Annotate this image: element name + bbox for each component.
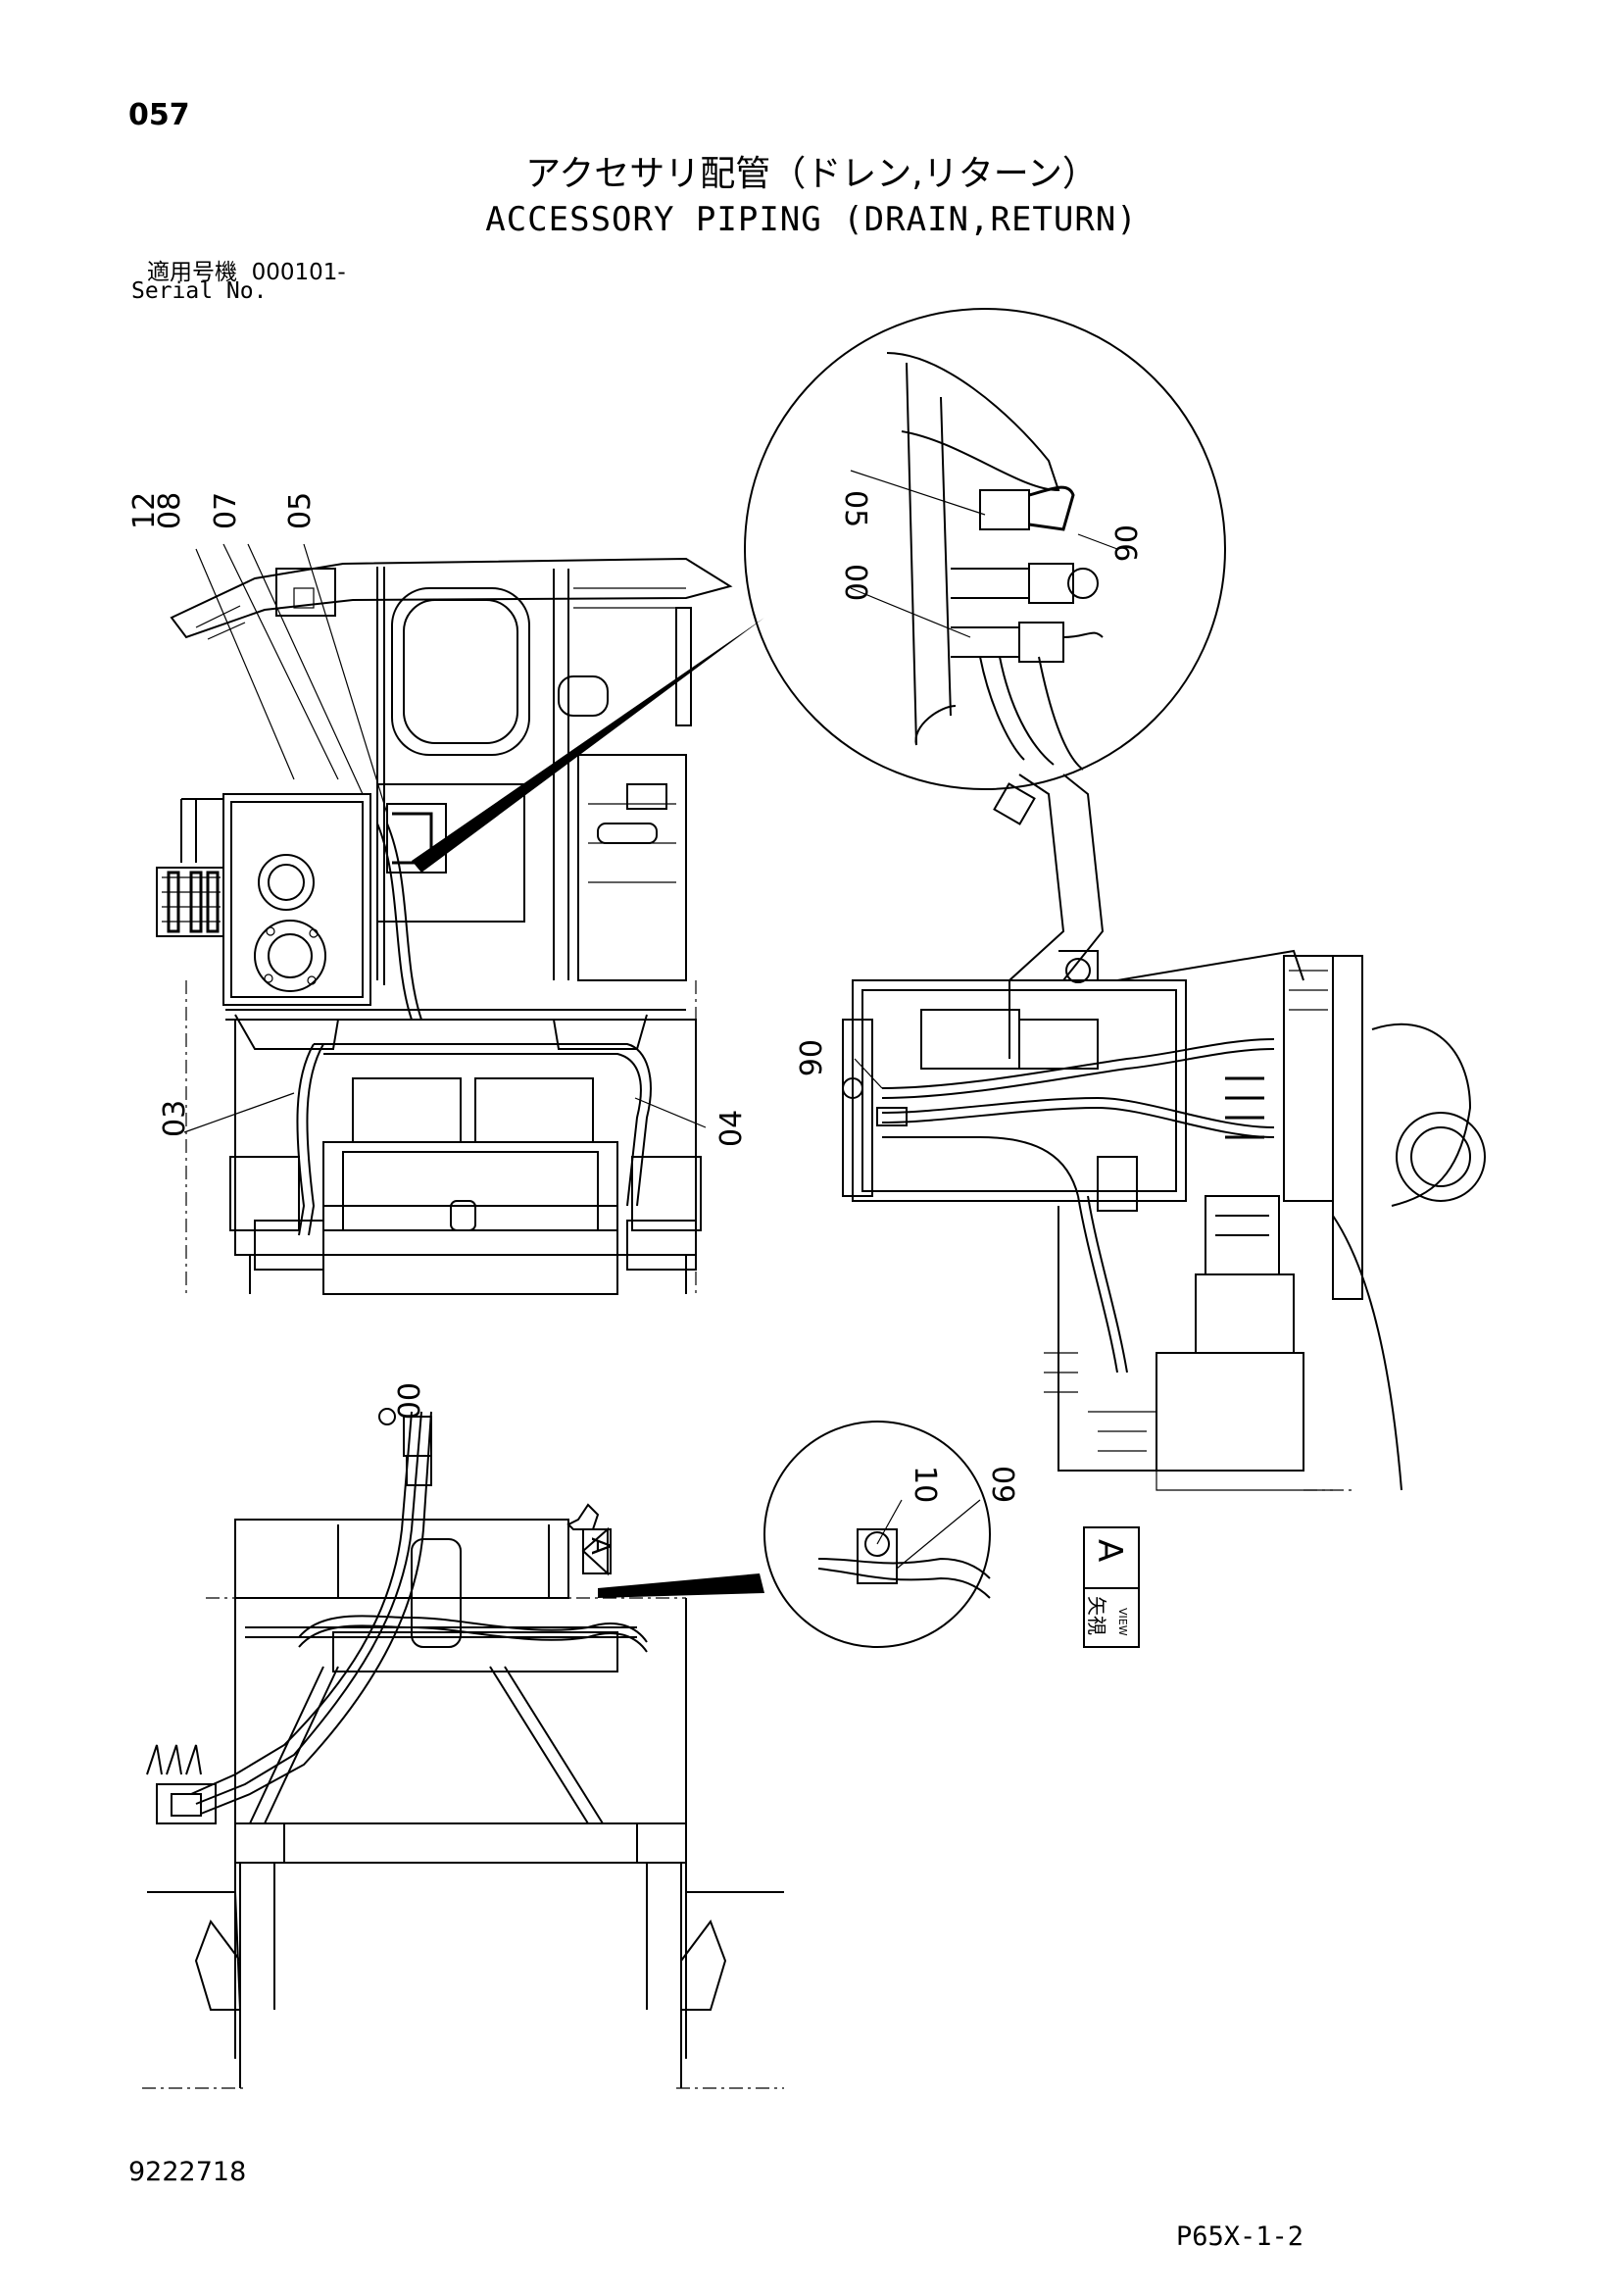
callout-05-detail: 05 (838, 490, 872, 527)
callout-10: 10 (908, 1466, 942, 1503)
view-label-letter: A (1090, 1539, 1129, 1562)
document-number: 9222718 (128, 2157, 247, 2187)
page-code: P65X-1-2 (1176, 2221, 1304, 2252)
callout-09: 09 (985, 1466, 1019, 1503)
detail-circle-bottom (763, 1421, 991, 1648)
callout-06-right: 06 (792, 1039, 826, 1076)
callouts-top-left: 12 08 07 05 (127, 492, 318, 529)
callout-00-bottom: 00 (390, 1382, 424, 1420)
view-label-jp: 矢視 (1085, 1596, 1108, 1635)
page-title-en: ACCESSORY PIPING (DRAIN,RETURN) (485, 200, 1138, 239)
page-number: 057 (128, 98, 190, 132)
callout-00-detail: 00 (838, 564, 872, 601)
callouts-bottom-view: 00 (390, 1382, 424, 1420)
callouts-detail-bottom: 10 09 (908, 1466, 1019, 1503)
serial-range-value: 000101- (251, 260, 346, 285)
serial-range: 適用号機 000101- (147, 253, 346, 286)
bottom-view-a (142, 1408, 784, 2089)
serial-label-jp: 適用号機 (147, 260, 237, 285)
callout-03: 03 (158, 1100, 192, 1137)
callouts-left-lower: 03 04 (158, 1100, 749, 1147)
right-side-view (842, 774, 1486, 1491)
callout-08: 08 (153, 492, 187, 529)
callout-04: 04 (714, 1110, 749, 1147)
view-label-en: VIEW (1116, 1608, 1129, 1636)
callout-05: 05 (283, 492, 318, 529)
view-label-box (1083, 1526, 1140, 1648)
serial-label-en: Serial No. (131, 278, 268, 304)
callouts-detail-top: 05 06 00 (838, 490, 1142, 601)
callout-07: 07 (209, 492, 243, 529)
view-marker-letter: A (585, 1537, 615, 1555)
detail-circle-top (412, 308, 1226, 873)
callouts-right-view: 06 (792, 1039, 826, 1076)
view-a-marker (581, 1526, 612, 1576)
callout-06-detail: 06 (1107, 524, 1142, 562)
callout-12: 12 (127, 492, 162, 529)
upper-left-leaders (183, 543, 707, 1133)
page-title-jp: アクセサリ配管（ドレン,リターン） (525, 154, 1098, 194)
upper-left-frame-view (156, 557, 733, 1295)
